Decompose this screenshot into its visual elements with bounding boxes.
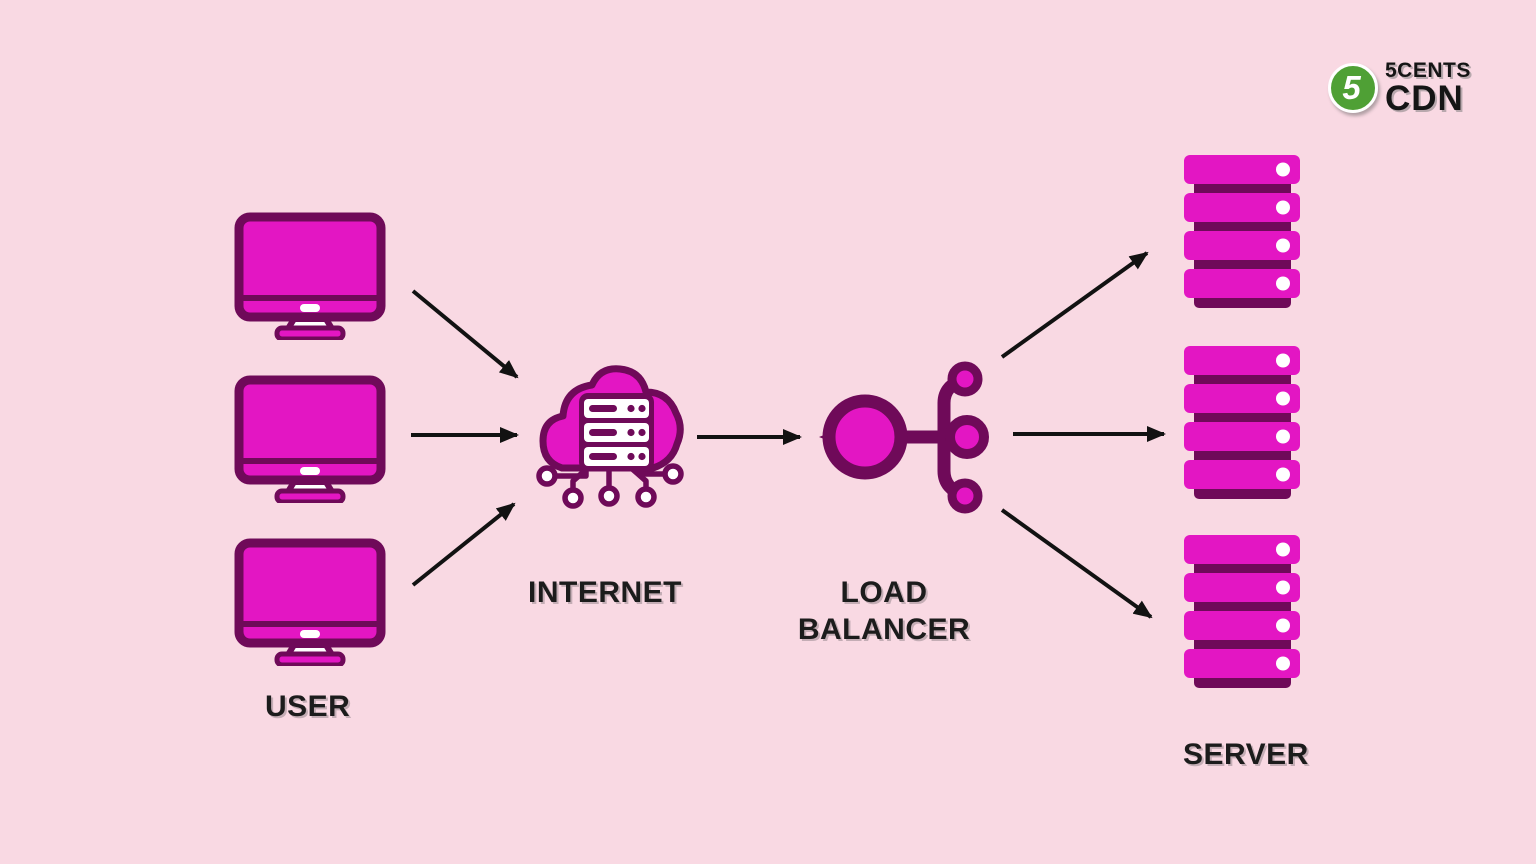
arrow-loadbalancer-server3 [1000,508,1153,619]
logo-badge-icon: 5 [1328,62,1378,113]
brand-logo: 5 5CENTS CDN [1328,59,1471,118]
load-balancer-icon [819,361,989,514]
logo-text: 5CENTS CDN [1385,59,1471,118]
logo-line1: 5CENTS [1385,59,1471,82]
arrow-user1-internet [411,289,519,379]
logo-badge-digit: 5 [1342,68,1361,106]
arrow-loadbalancer-server1 [1000,251,1149,359]
cloud-server-box [579,393,654,471]
internet-cloud-icon [536,365,684,509]
arrow-user3-internet [411,502,516,587]
server-label: SERVER [1183,738,1309,771]
internet-label: INTERNET [528,576,682,609]
load-balancer-label: LOAD BALANCER [797,576,971,646]
user-label: USER [265,690,351,723]
logo-line2: CDN [1385,79,1464,118]
